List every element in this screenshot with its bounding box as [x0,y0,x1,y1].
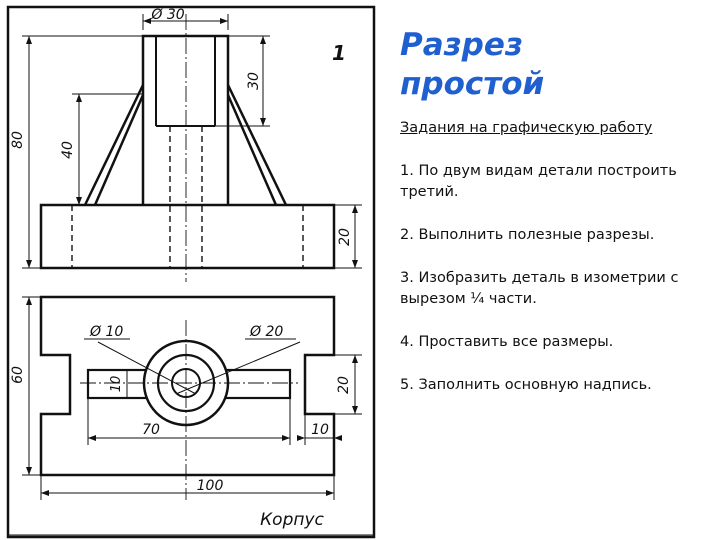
drawing-frame [6,5,376,539]
task-item: 2. Выполнить полезные разрезы. [400,227,655,243]
dim-total-length: 100 [197,478,224,494]
dim-tab-depth: 10 [311,422,329,438]
task-item: 1. По двум видам детали построить третий… [400,163,677,200]
dimension-lines [22,14,362,500]
dim-plan-depth: 60 [10,366,26,384]
dim-rib-height: 40 [60,141,76,159]
dim-base-height: 20 [337,228,353,246]
sheet-number: 1 [332,41,346,65]
dim-slot-length: 70 [142,422,160,438]
task-item: 4. Проставить все размеры. [400,334,614,350]
task-list-title: Задания на графическую работу [400,120,653,136]
technical-drawing: Ø 30 1 30 80 40 20 60 Ø 10 Ø 20 10 20 70… [6,5,376,539]
dim-tab-width: 20 [336,376,352,394]
dim-small-hole: Ø 10 [89,324,123,340]
front-view [39,14,336,282]
task-item: 3. Изобразить деталь в изометрии с вырез… [400,270,679,307]
dim-large-hole: Ø 20 [249,324,283,340]
part-name: Корпус [260,510,324,530]
dim-slot-width: 10 [109,376,124,393]
dim-top-diameter: Ø 30 [150,7,184,23]
heading-line-1: Разрез [400,27,523,63]
dimension-arrows [26,18,358,496]
task-item: 5. Заполнить основную надпись. [400,377,652,393]
task-list: Задания на графическую работу 1. По двум… [400,118,705,418]
page-heading: Разрез простой [400,26,700,104]
dim-boss-height: 30 [246,72,262,90]
top-view [39,295,336,500]
heading-line-2: простой [400,66,545,102]
dim-total-height: 80 [10,131,26,149]
